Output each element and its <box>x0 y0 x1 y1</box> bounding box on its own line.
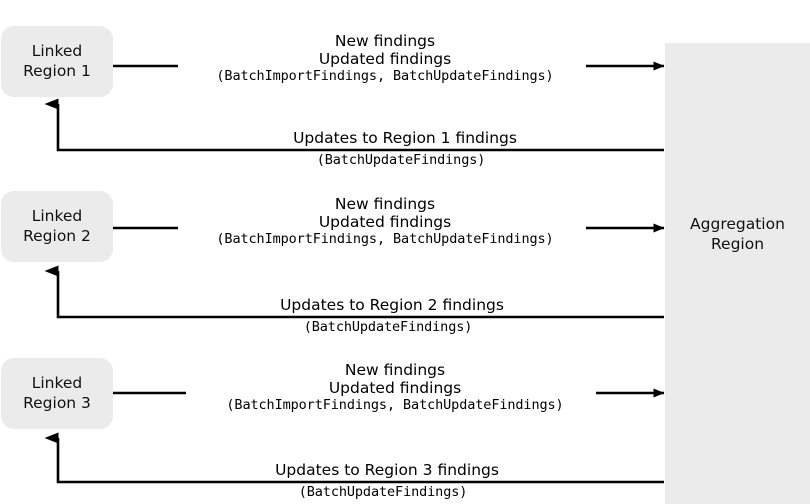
inbound-path-region-2 <box>44 265 664 319</box>
inbound-label-region-3-line1: Updates to Region 3 findings <box>275 461 499 479</box>
inbound-api-region-3: (BatchUpdateFindings) <box>298 484 468 500</box>
linked-region-1-box[interactable]: Linked Region 1 <box>1 26 113 97</box>
linked-region-3-label-line2: Region 3 <box>23 393 91 412</box>
outbound-label-region-3: New findings Updated findings (BatchImpo… <box>165 361 625 414</box>
outbound-label-region-2: New findings Updated findings (BatchImpo… <box>155 195 615 248</box>
outbound-api-region-3: (BatchImportFindings, BatchUpdateFinding… <box>226 396 564 413</box>
inbound-label-region-1-line1: Updates to Region 1 findings <box>293 129 517 147</box>
linked-region-2-label-line2: Region 2 <box>23 226 91 245</box>
inbound-label-region-2: Updates to Region 2 findings <box>268 296 516 315</box>
linked-region-1-label-line1: Linked <box>31 41 83 60</box>
linked-region-3-label-line1: Linked <box>31 373 83 392</box>
outbound-label-region-1: New findings Updated findings (BatchImpo… <box>155 32 615 85</box>
linked-region-3-box[interactable]: Linked Region 3 <box>1 358 113 429</box>
linked-region-1-label-line2: Region 1 <box>23 61 91 80</box>
outbound-label-region-3-line1: New findings <box>344 361 446 379</box>
linked-region-2-label: Linked Region 2 <box>23 207 91 246</box>
inbound-api-region-2: (BatchUpdateFindings) <box>303 319 473 335</box>
linked-region-3-label: Linked Region 3 <box>23 374 91 413</box>
linked-region-2-label-line1: Linked <box>31 206 83 225</box>
outbound-label-region-2-line1: New findings <box>334 195 436 213</box>
outbound-label-region-1-line2: Updated findings <box>318 49 452 68</box>
outbound-api-region-1: (BatchImportFindings, BatchUpdateFinding… <box>216 67 554 84</box>
linked-region-2-box[interactable]: Linked Region 2 <box>1 191 113 262</box>
inbound-label-region-2-line1: Updates to Region 2 findings <box>280 296 504 314</box>
aggregation-region-label-line1: Aggregation <box>690 215 785 233</box>
outbound-label-region-3-line2: Updated findings <box>328 378 462 397</box>
inbound-api-region-1: (BatchUpdateFindings) <box>316 152 486 168</box>
outbound-api-region-2: (BatchImportFindings, BatchUpdateFinding… <box>216 230 554 247</box>
outbound-label-region-1-line1: New findings <box>334 32 436 50</box>
aggregation-region-label-line2: Region <box>710 234 765 253</box>
aggregation-region-box[interactable]: Aggregation Region <box>665 43 810 504</box>
aggregation-region-label: Aggregation Region <box>690 215 785 254</box>
linked-region-1-label: Linked Region 1 <box>23 42 91 81</box>
outbound-label-region-2-line2: Updated findings <box>318 212 452 231</box>
inbound-label-region-1: Updates to Region 1 findings <box>281 129 529 148</box>
inbound-label-region-3: Updates to Region 3 findings <box>263 461 511 480</box>
inbound-path-region-3 <box>44 432 664 484</box>
inbound-path-region-1 <box>44 98 664 152</box>
